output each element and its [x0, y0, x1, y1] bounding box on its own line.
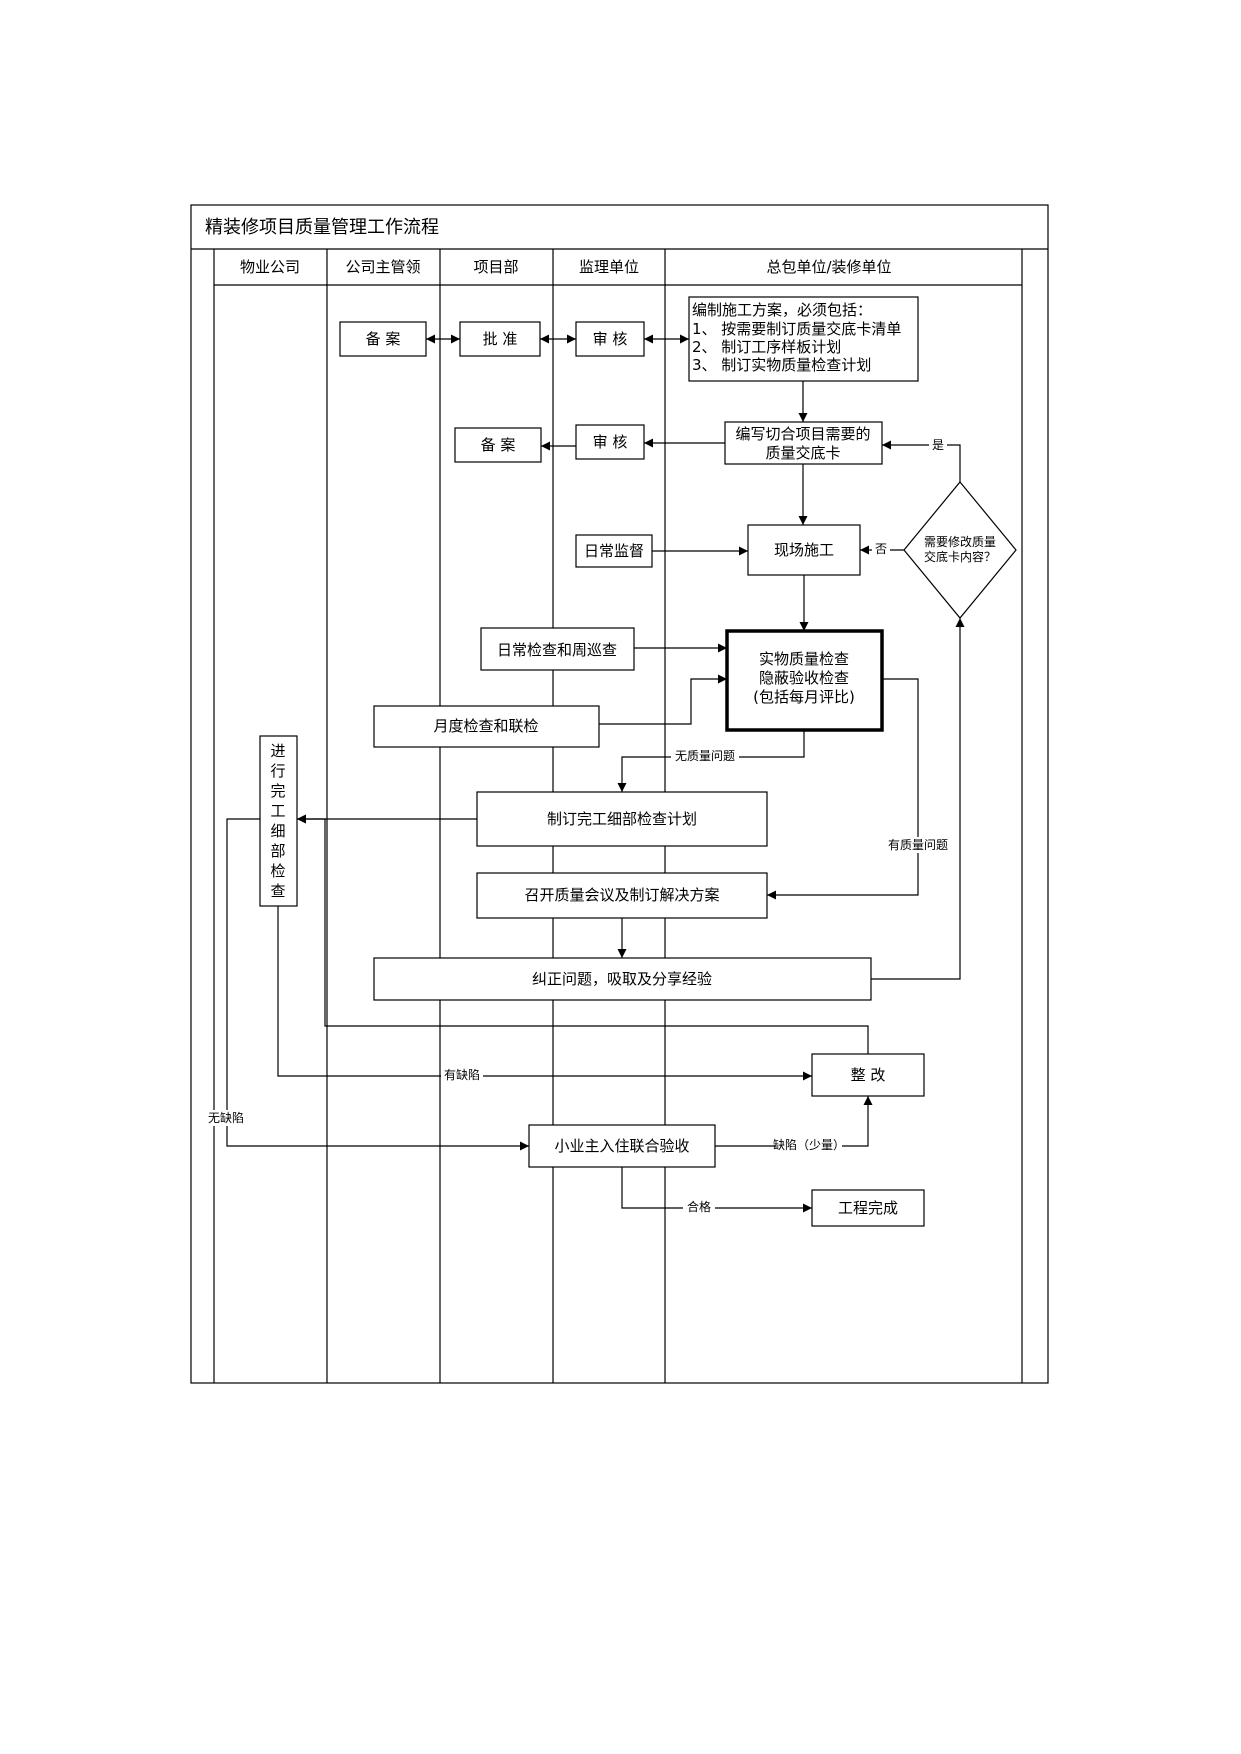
review-box-2	[575, 424, 645, 460]
complete-box	[811, 1189, 925, 1227]
lane-header-property: 物业公司	[240, 258, 300, 276]
arrow-decision-yes	[882, 440, 961, 482]
qualified-label-bg	[683, 1199, 715, 1215]
review-box-1-label: 审 核	[593, 330, 628, 348]
record-box-2	[454, 427, 542, 463]
completion-check-char-8: 查	[270, 882, 285, 900]
decision-line-2: 交底卡内容？	[924, 549, 996, 564]
daily-check-box	[480, 627, 635, 671]
site-construction-label: 现场施工	[774, 541, 834, 559]
arrow-rectify-completioncheck	[297, 814, 869, 1054]
record-box-1	[339, 321, 427, 357]
construction-plan-title: 编制施工方案，必须包括：	[692, 301, 872, 319]
edge-label-no-defect: 无缺陷	[208, 1110, 244, 1125]
complete-label: 工程完成	[838, 1199, 898, 1217]
arrow-monthly-inspection	[599, 674, 727, 725]
completion-check-char-2: 行	[270, 762, 285, 780]
lane-header-project-dept: 项目部	[473, 258, 518, 276]
approve-box	[459, 321, 541, 357]
edge-label-no-quality-issue: 无质量问题	[675, 749, 735, 763]
rectify-box	[811, 1053, 925, 1097]
monthly-check-label: 月度检查和联检	[433, 717, 538, 735]
construction-plan-box	[688, 296, 919, 382]
daily-supervision-box	[575, 534, 653, 568]
lane-header-contractor: 总包单位/装修单位	[766, 258, 891, 276]
edge-label-has-quality-issue: 有质量问题	[888, 838, 948, 852]
inspection-line-1: 实物质量检查	[759, 650, 849, 668]
daily-check-label: 日常检查和周巡查	[497, 641, 617, 659]
completion-check-char-1: 进	[270, 742, 285, 760]
construction-plan-item-1: 1、 按需要制订质量交底卡清单	[692, 320, 901, 338]
monthly-check-box	[373, 705, 600, 748]
arrow-inspection-issue	[767, 678, 919, 900]
meeting-label: 召开质量会议及制订解决方案	[524, 886, 719, 904]
issue-label-bg	[882, 837, 954, 853]
arrow-correct-decision	[871, 618, 965, 980]
completion-check-char-6: 部	[270, 842, 285, 860]
approve-box-label: 批 准	[483, 330, 518, 348]
nodefect-label-bg	[204, 1110, 248, 1126]
arrow-completioncheck-rectify	[277, 906, 812, 1081]
completion-check-box	[259, 735, 298, 907]
review-box-2-label: 审 核	[593, 433, 628, 451]
noissue-label-bg	[671, 748, 739, 764]
hasdefect-label-bg	[441, 1067, 483, 1083]
arrow-nodefect-acceptance	[226, 818, 529, 1151]
construction-plan-item-2: 2、 制订工序样板计划	[692, 338, 841, 356]
meeting-box	[476, 872, 768, 919]
yes-label-bg	[929, 437, 947, 453]
edge-label-yes: 是	[932, 438, 944, 452]
edge-label-qualified: 合格	[687, 1199, 711, 1214]
no-label-bg	[872, 541, 890, 557]
quality-card-box	[724, 421, 883, 465]
site-construction-box	[747, 524, 861, 576]
completion-check-char-4: 工	[270, 802, 285, 820]
inspection-line-2: 隐蔽验收检查	[759, 669, 849, 687]
arrow-acceptance-rectify	[715, 1096, 873, 1147]
completion-plan-label: 制订完工细部检查计划	[547, 810, 697, 828]
inspection-box	[725, 629, 884, 732]
completion-check-char-3: 完	[270, 782, 285, 800]
record-box-1-label: 备 案	[366, 330, 401, 348]
diagram-title: 精装修项目质量管理工作流程	[205, 217, 439, 238]
edge-label-no: 否	[875, 542, 887, 556]
outer-frame	[190, 204, 1049, 1384]
decision-line-1: 需要修改质量	[924, 534, 996, 549]
correct-label: 纠正问题，吸取及分享经验	[532, 970, 712, 988]
owner-acceptance-label: 小业主入住联合验收	[554, 1137, 689, 1155]
lane-header-supervisor: 监理单位	[579, 258, 639, 276]
daily-supervision-label: 日常监督	[584, 542, 644, 560]
completion-check-char-5: 细	[270, 822, 285, 840]
edge-label-has-defect: 有缺陷	[444, 1067, 480, 1082]
inspection-line-3: (包括每月评比)	[753, 688, 855, 706]
record-box-2-label: 备 案	[481, 436, 516, 454]
completion-plan-box	[476, 791, 768, 847]
quality-card-line-1: 编写切合项目需要的	[735, 425, 870, 443]
arrow-acceptance-complete	[621, 1167, 812, 1213]
rectify-label: 整 改	[851, 1066, 886, 1084]
construction-plan-item-3: 3、 制订实物质量检查计划	[692, 356, 871, 374]
minordefect-label-bg	[776, 1137, 842, 1153]
lane-header-company-lead: 公司主管领	[345, 258, 420, 276]
completion-check-char-7: 检	[270, 862, 285, 880]
edge-label-minor-defect: 缺陷（少量）	[773, 1137, 845, 1152]
quality-card-line-2: 质量交底卡	[765, 444, 840, 462]
